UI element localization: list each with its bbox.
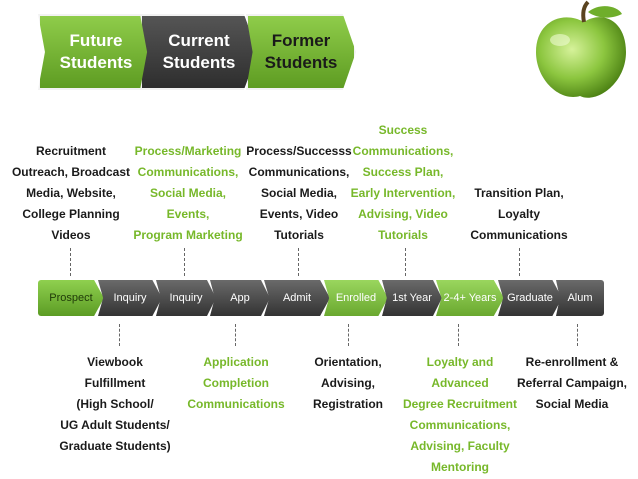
connector-tick (298, 248, 299, 276)
stage-pipeline: Prospect Inquiry Inquiry App Admit Enrol… (0, 280, 638, 320)
upper-label-transition: Transition Plan, Loyalty Communications (470, 186, 568, 242)
upper-label-process-marketing: Process/Marketing Communications, Social… (133, 144, 243, 242)
stage-prospect[interactable]: Prospect (38, 280, 104, 316)
connector-tick (577, 324, 578, 346)
lower-label-application: Application Completion Communications (187, 355, 285, 411)
tab-future-label: Future Students (59, 31, 133, 72)
lower-label-orientation: Orientation, Advising, Registration (312, 355, 383, 411)
apple-icon (536, 0, 626, 98)
lower-label-loyalty: Loyalty and Advanced Degree Recruitment … (402, 355, 518, 474)
connector-tick (405, 248, 406, 276)
stage-inquiry-1[interactable]: Inquiry (98, 280, 162, 316)
upper-label-success: Success Communications, Success Plan, Ea… (350, 123, 456, 242)
upper-label-process-success: Process/Successs Communications, Social … (246, 144, 352, 242)
connector-tick (184, 248, 185, 276)
tab-current-students[interactable]: Current Students (140, 14, 258, 90)
connector-tick (458, 324, 459, 346)
tab-future-students[interactable]: Future Students (38, 14, 154, 90)
student-tabs: Future Students Current Students Former … (0, 0, 638, 100)
stage-inquiry-2[interactable]: Inquiry (156, 280, 216, 316)
connector-tick (119, 324, 120, 346)
tab-current-label: Current Students (162, 31, 236, 72)
connector-tick (519, 248, 520, 276)
stage-first-year[interactable]: 1st Year (382, 280, 442, 316)
stage-enrolled[interactable]: Enrolled (324, 280, 388, 316)
tab-former-label: Former Students (264, 31, 338, 72)
connector-tick (70, 248, 71, 276)
lower-label-reenrollment: Re-enrollment & Referral Campaign, Socia… (516, 355, 628, 411)
stage-graduate[interactable]: Graduate (498, 280, 562, 316)
connector-tick (235, 324, 236, 346)
stage-app[interactable]: App (210, 280, 270, 316)
lower-label-viewbook: Viewbook Fulfillment (High School/ UG Ad… (59, 355, 171, 453)
stage-two-four-years[interactable]: 2-4+ Years (436, 280, 504, 316)
connector-tick (348, 324, 349, 346)
tab-former-students[interactable]: Former Students (246, 14, 356, 90)
stage-admit[interactable]: Admit (264, 280, 330, 316)
upper-label-recruitment: Recruitment Outreach, Broadcast Media, W… (11, 144, 131, 242)
stage-alum[interactable]: Alum (556, 280, 604, 316)
